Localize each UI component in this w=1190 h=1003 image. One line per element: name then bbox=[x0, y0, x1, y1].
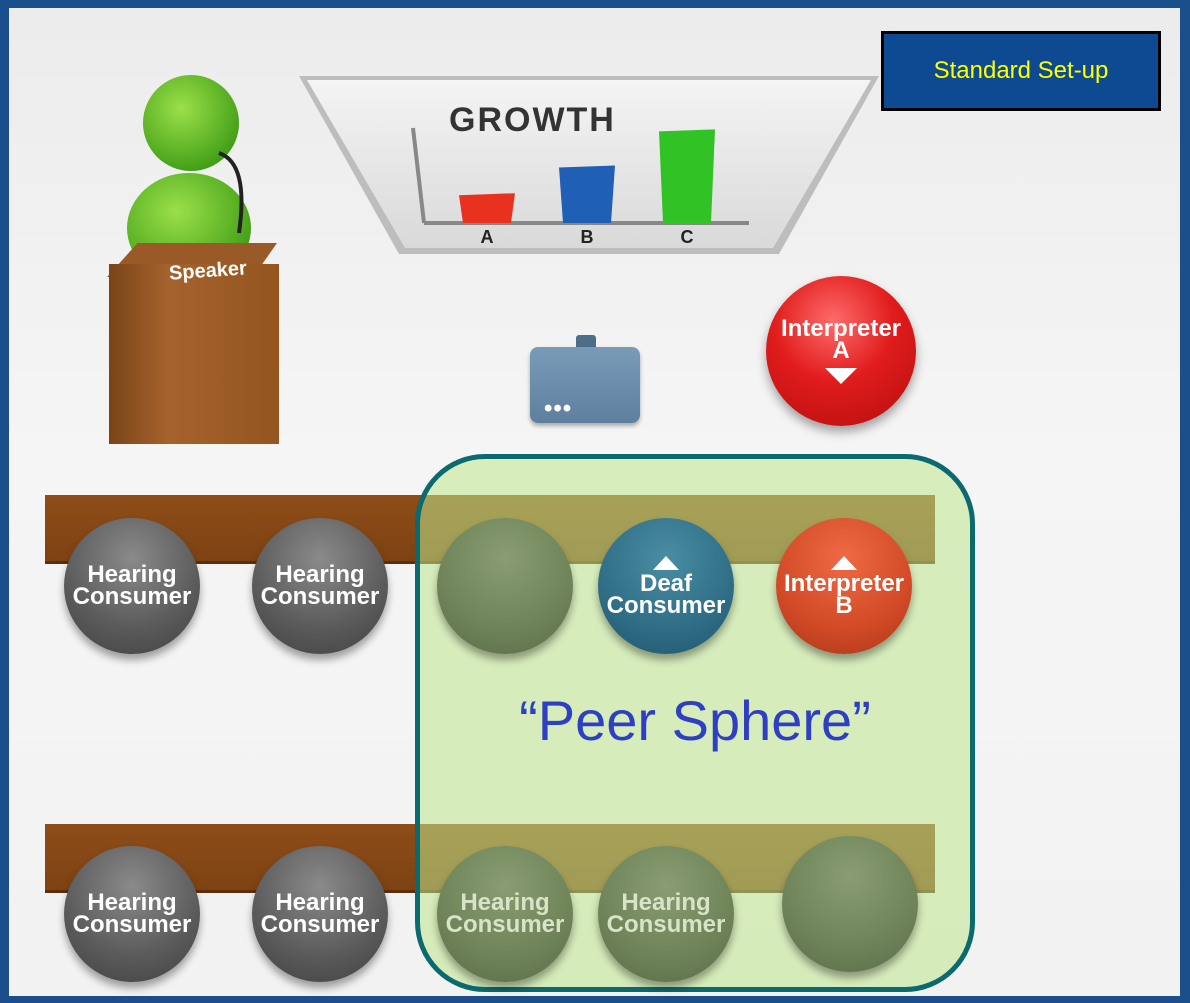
seat-label: Hearing bbox=[275, 889, 365, 916]
microphone-icon bbox=[218, 151, 244, 234]
chart-bar-b bbox=[559, 165, 615, 223]
arrow-up-icon bbox=[653, 555, 679, 570]
seat-label: Interpreter bbox=[783, 569, 905, 597]
seat-label: Deaf bbox=[639, 569, 693, 597]
seat-label: Hearing bbox=[275, 561, 365, 588]
chart-bar-a bbox=[459, 193, 515, 223]
chart-tick-label: A bbox=[481, 227, 494, 247]
seat-deaf-consumer: Deaf Consumer bbox=[598, 518, 734, 654]
seat-label: Consumer bbox=[606, 911, 726, 938]
seat-label: Consumer bbox=[260, 583, 380, 610]
interpreter-a-seat: Interpreter A bbox=[766, 276, 916, 426]
seat-label: Consumer bbox=[606, 591, 726, 619]
podium bbox=[109, 264, 279, 444]
chart-title: GROWTH bbox=[449, 101, 616, 139]
projector-icon bbox=[530, 347, 640, 423]
interpreter-a-label: Interpreter bbox=[780, 315, 902, 342]
seat-row2-4: Hearing Consumer bbox=[598, 846, 734, 982]
chart-tick-label: C bbox=[681, 227, 694, 247]
seat-label: Consumer bbox=[72, 583, 192, 610]
arrow-down-icon bbox=[825, 368, 857, 384]
projector-dots: ••• bbox=[544, 395, 573, 422]
chart-tick-label: B bbox=[581, 227, 594, 247]
arrow-up-icon bbox=[831, 555, 857, 570]
chart-y-axis bbox=[411, 127, 426, 224]
interpreter-a-letter: A bbox=[832, 337, 850, 364]
speaker-head bbox=[143, 75, 239, 171]
projector-handle bbox=[576, 335, 596, 347]
peer-sphere-label: “Peer Sphere” bbox=[519, 689, 871, 752]
seat-label: Hearing bbox=[621, 889, 711, 916]
seat-label: Consumer bbox=[260, 911, 380, 938]
seat-label: Consumer bbox=[445, 911, 565, 938]
seat-row1-3-empty bbox=[437, 518, 573, 654]
setup-badge-label: Standard Set-up bbox=[933, 57, 1109, 84]
seat-row2-5-empty bbox=[782, 836, 918, 972]
setup-badge: Standard Set-up bbox=[881, 31, 1161, 111]
seat-label: Hearing bbox=[87, 889, 177, 916]
seat-label: Hearing bbox=[87, 561, 177, 588]
seat-row2-2: Hearing Consumer bbox=[252, 846, 388, 982]
chart-screen: A B C bbox=[299, 76, 879, 254]
seat-interpreter-b: Interpreter B bbox=[776, 518, 912, 654]
screen-surface bbox=[307, 80, 871, 248]
seat-label: Consumer bbox=[72, 911, 192, 938]
seat-row2-3: Hearing Consumer bbox=[437, 846, 573, 982]
seat-label: Hearing bbox=[460, 889, 550, 916]
seat-row1-2: Hearing Consumer bbox=[252, 518, 388, 654]
chart-bar-c bbox=[659, 129, 715, 223]
seat-row2-1: Hearing Consumer bbox=[64, 846, 200, 982]
seat-row1-1: Hearing Consumer bbox=[64, 518, 200, 654]
seat-label: B bbox=[835, 591, 853, 619]
